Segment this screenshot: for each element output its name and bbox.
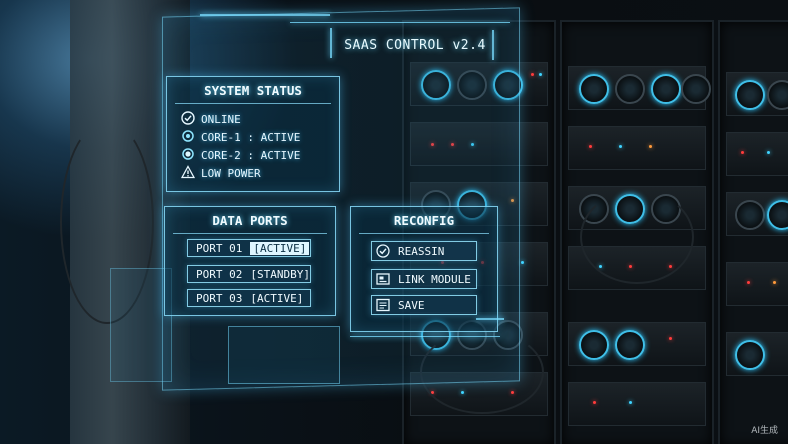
rack-unit — [568, 66, 711, 110]
frame-accent — [200, 14, 330, 16]
panel-title: SYSTEM STATUS — [204, 83, 302, 98]
window-title: SAAS CONTROL v2.4 — [344, 37, 486, 53]
port-name: PORT 03 — [196, 291, 243, 305]
button-label: REASSIN — [398, 244, 445, 258]
status-label: LOW POWER — [201, 166, 261, 180]
button-label: SAVE — [398, 298, 425, 312]
reconfig-panel: RECONFIG REASSIN LINK MODULE SAVE — [350, 206, 498, 332]
status-label: CORE-1 : ACTIVE — [201, 130, 301, 144]
port-03-row[interactable]: PORT 03 [ACTIVE] — [187, 289, 311, 307]
rack-unit — [726, 262, 788, 306]
frame-accent — [350, 336, 500, 337]
port-name: PORT 02 — [196, 267, 243, 281]
port-name: PORT 01 — [196, 241, 243, 255]
status-label: ONLINE — [201, 112, 241, 126]
status-core-2: CORE-2 : ACTIVE — [182, 147, 301, 163]
cable — [580, 190, 694, 284]
port-01-row[interactable]: PORT 01 [ACTIVE] — [187, 239, 311, 257]
port-02-row[interactable]: PORT 02 [STANDBY] — [187, 265, 311, 283]
frame-accent — [476, 318, 504, 320]
rack-unit — [410, 62, 548, 106]
cable — [420, 330, 544, 414]
reassin-button[interactable]: REASSIN — [371, 241, 477, 261]
save-button[interactable]: SAVE — [371, 295, 477, 315]
divider — [173, 233, 327, 234]
status-label: CORE-2 : ACTIVE — [201, 148, 301, 162]
watermark: AI生成 — [751, 426, 778, 436]
link-module-button[interactable]: LINK MODULE — [371, 269, 477, 289]
divider — [175, 103, 331, 104]
rack-unit — [568, 322, 706, 366]
rack-unit — [726, 192, 788, 236]
panel-title: DATA PORTS — [212, 213, 288, 228]
rack-unit — [410, 122, 548, 166]
warning-triangle-icon — [181, 165, 195, 179]
frame-accent — [492, 30, 494, 60]
hologram-backplate — [162, 7, 520, 391]
port-state: [ACTIVE] — [250, 291, 304, 305]
status-online: ONLINE — [181, 111, 241, 127]
cable — [60, 120, 154, 324]
divider — [359, 233, 489, 234]
button-label: LINK MODULE — [398, 272, 471, 286]
data-ports-panel: DATA PORTS PORT 01 [ACTIVE] PORT 02 [STA… — [164, 206, 336, 316]
rack-unit — [726, 132, 788, 176]
rack-unit — [568, 126, 706, 170]
radio-dot-icon — [182, 148, 194, 160]
check-circle-icon — [376, 244, 390, 258]
system-status-panel: SYSTEM STATUS ONLINE CORE-1 : ACTIVE COR… — [166, 76, 340, 192]
save-icon — [376, 298, 390, 312]
server-rack — [718, 20, 788, 444]
check-circle-icon — [181, 111, 195, 125]
frame-accent — [330, 28, 332, 58]
port-state: [ACTIVE] — [250, 241, 310, 255]
panel-title: RECONFIG — [393, 213, 455, 228]
rack-unit — [726, 332, 788, 376]
frame-accent — [290, 22, 510, 23]
radio-dot-icon — [182, 130, 194, 142]
module-icon — [376, 273, 390, 285]
port-state: [STANDBY] — [250, 267, 310, 281]
hologram-side-plate — [110, 268, 172, 382]
status-core-1: CORE-1 : ACTIVE — [182, 129, 301, 145]
hologram-lower-tray — [228, 326, 340, 384]
status-low-power: LOW POWER — [181, 165, 261, 181]
rack-unit — [568, 382, 706, 426]
rack-unit — [726, 72, 788, 116]
